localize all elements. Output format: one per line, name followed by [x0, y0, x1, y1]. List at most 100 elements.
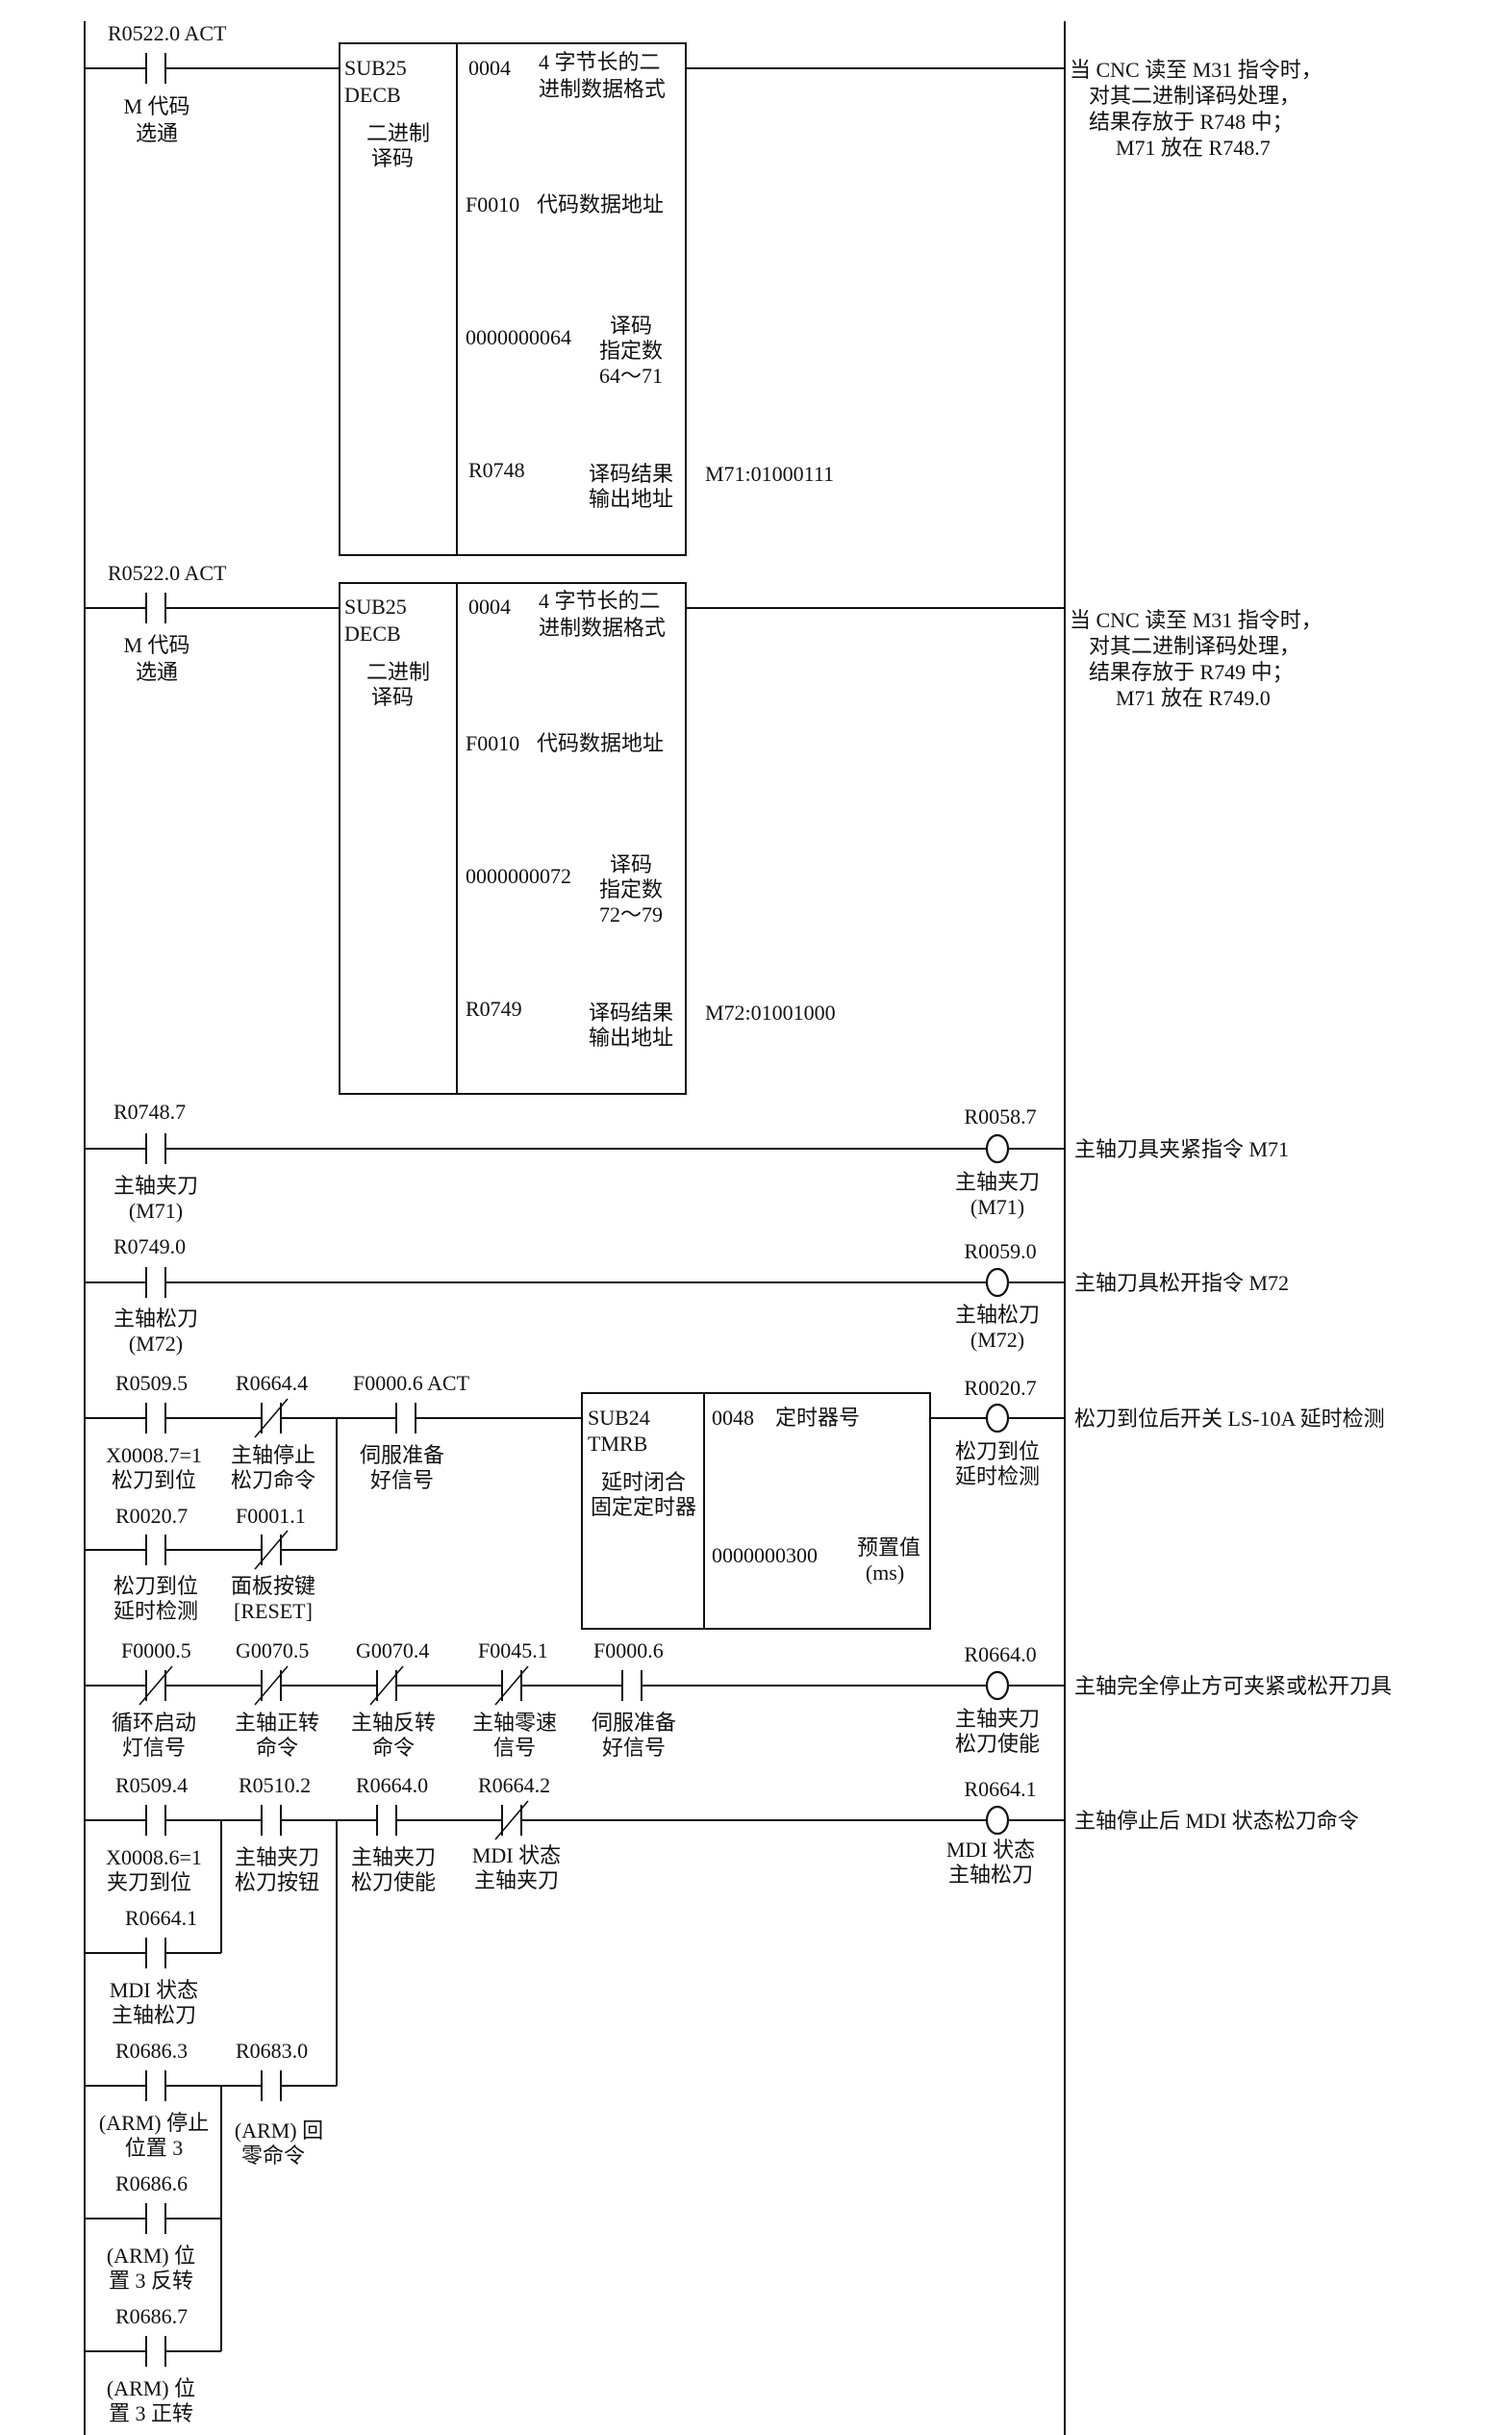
svg-text:[RESET]: [RESET]: [234, 1599, 313, 1623]
rung7-c3-desc: 主轴夹刀: [351, 1845, 436, 1869]
rung1-param2: F0010: [466, 192, 519, 216]
coil-icon: [985, 1670, 1010, 1701]
rung6-c4-desc: 主轴零速: [472, 1711, 557, 1735]
rung-1: R0522.0 ACT M 代码 选通 SUB25 DECB 二进制 译码 00…: [85, 21, 1323, 556]
svg-text:信号: 信号: [493, 1736, 536, 1760]
rung-5: R0509.5 X0008.7=1 松刀到位 R0664.4 主轴停止 松刀命令…: [85, 1371, 1385, 1630]
rung5-param1: 0048: [712, 1406, 754, 1430]
svg-text:64～71: 64～71: [599, 364, 663, 388]
rung5-c3-address: F0000.6 ACT: [353, 1371, 470, 1395]
rung2-result: M72:01001000: [705, 1001, 836, 1025]
rung4-coil-desc: 主轴松刀: [955, 1303, 1040, 1327]
rung1-contact-address: R0522.0 ACT: [108, 21, 227, 45]
rung7-c2-desc: 主轴夹刀: [235, 1845, 319, 1869]
svg-text:好信号: 好信号: [370, 1468, 434, 1492]
rung6-c2-address: G0070.5: [236, 1638, 309, 1662]
svg-text:(M72): (M72): [970, 1328, 1024, 1352]
rung7-c5-desc: MDI 状态: [110, 1978, 198, 2002]
svg-text:代码数据地址: 代码数据地址: [537, 192, 664, 216]
rung1-contact-desc: M 代码: [123, 94, 189, 118]
rung7-c1-address: R0509.4: [115, 1773, 188, 1797]
rung5-c1-address: R0509.5: [115, 1371, 188, 1395]
rung6-comment: 主轴完全停止方可夹紧或松开刀具: [1074, 1674, 1392, 1698]
rung-3: R0748.7 主轴夹刀 (M71) R0058.7 主轴夹刀 (M71) 主轴…: [85, 1100, 1289, 1223]
svg-text:置 3 正转: 置 3 正转: [109, 2401, 193, 2425]
rung1-param4: R0748: [468, 458, 525, 482]
svg-text:DECB: DECB: [344, 83, 401, 107]
rung7-c4-address: R0664.2: [478, 1773, 550, 1797]
rung5-c2-address: R0664.4: [236, 1371, 308, 1395]
coil-icon: [985, 1805, 1010, 1836]
rung3-contact-desc: 主轴夹刀: [113, 1174, 198, 1198]
svg-text:二进制: 二进制: [366, 660, 430, 684]
svg-text:夹刀到位: 夹刀到位: [107, 1870, 191, 1894]
svg-text:选通: 选通: [136, 121, 178, 145]
rung6-c3-address: G0070.4: [356, 1638, 429, 1662]
svg-text:松刀按钮: 松刀按钮: [235, 1870, 319, 1894]
svg-text:72～79: 72～79: [599, 902, 663, 926]
rung6-c2-desc: 主轴正转: [235, 1711, 319, 1735]
rung5-c5-desc: 面板按键: [231, 1574, 315, 1598]
rung7-c5-address: R0664.1: [125, 1906, 197, 1930]
rung5-c3-desc: 伺服准备: [360, 1443, 444, 1467]
rung-4: R0749.0 主轴松刀 (M72) R0059.0 主轴松刀 (M72) 主轴…: [85, 1234, 1289, 1356]
rung7-c8-desc: (ARM) 位: [107, 2244, 195, 2268]
rung7-coil-desc: MDI 状态: [946, 1838, 1035, 1862]
svg-text:主轴夹刀: 主轴夹刀: [474, 1868, 559, 1892]
rung2-contact-address: R0522.0 ACT: [108, 561, 227, 585]
svg-text:译码: 译码: [371, 146, 414, 170]
svg-text:松刀到位: 松刀到位: [112, 1468, 196, 1492]
rung7-c9-address: R0686.7: [115, 2304, 188, 2328]
svg-text:进制数据格式: 进制数据格式: [539, 616, 666, 640]
rung2-param3: 0000000072: [466, 864, 571, 888]
rung7-c8-address: R0686.6: [115, 2171, 188, 2195]
svg-text:松刀命令: 松刀命令: [231, 1468, 315, 1492]
rung7-c6-address: R0686.3: [115, 2039, 188, 2063]
rung7-c7-desc: (ARM) 回: [235, 2118, 323, 2143]
rung1-result: M71:01000111: [705, 462, 834, 486]
rung7-c1-desc: X0008.6=1: [106, 1845, 202, 1869]
rung-6: F0000.5 循环启动 灯信号 G0070.5 主轴正转 命令 G0070.4…: [85, 1638, 1392, 1760]
svg-text:固定定时器: 固定定时器: [591, 1495, 696, 1519]
svg-text:译码: 译码: [610, 852, 652, 876]
coil-icon: [985, 1267, 1010, 1298]
svg-text:置 3 反转: 置 3 反转: [109, 2269, 193, 2293]
rung1-param1: 0004: [468, 56, 511, 80]
svg-text:定时器号: 定时器号: [775, 1406, 860, 1430]
rung7-c9-desc: (ARM) 位: [107, 2376, 195, 2400]
rung6-coil-desc: 主轴夹刀: [955, 1707, 1040, 1731]
rung5-c5-address: F0001.1: [236, 1504, 306, 1528]
rung5-comment: 松刀到位后开关 LS-10A 延时检测: [1074, 1407, 1385, 1431]
svg-text:译码结果: 译码结果: [589, 462, 673, 486]
svg-text:译码: 译码: [371, 685, 414, 709]
svg-text:命令: 命令: [372, 1736, 415, 1760]
svg-text:输出地址: 输出地址: [589, 487, 673, 511]
rung6-c3-desc: 主轴反转: [351, 1711, 436, 1735]
svg-text:选通: 选通: [136, 660, 178, 684]
svg-text:输出地址: 输出地址: [589, 1026, 673, 1050]
svg-text:好信号: 好信号: [602, 1736, 666, 1760]
coil-icon: [985, 1133, 1010, 1164]
svg-text:结果存放于 R748 中；: 结果存放于 R748 中；: [1089, 110, 1294, 134]
rung7-coil-address: R0664.1: [964, 1777, 1036, 1801]
svg-text:TMRB: TMRB: [588, 1432, 647, 1456]
svg-text:代码数据地址: 代码数据地址: [537, 731, 664, 755]
svg-text:(M71): (M71): [129, 1199, 183, 1223]
svg-text:灯信号: 灯信号: [122, 1736, 186, 1760]
svg-text:对其二进制译码处理，: 对其二进制译码处理，: [1089, 634, 1300, 658]
svg-text:位置 3: 位置 3: [125, 2136, 184, 2160]
rung6-c1-address: F0000.5: [121, 1638, 191, 1662]
rung-2: R0522.0 ACT M 代码 选通 SUB25 DECB 二进制 译码 00…: [85, 561, 1323, 1095]
svg-text:指定数: 指定数: [599, 877, 663, 901]
svg-text:延时检测: 延时检测: [955, 1464, 1040, 1488]
rung4-contact-desc: 主轴松刀: [113, 1306, 198, 1331]
rung5-c2-desc: 主轴停止: [231, 1443, 315, 1467]
rung3-coil-address: R0058.7: [964, 1104, 1036, 1129]
rung4-coil-address: R0059.0: [964, 1239, 1036, 1263]
rung5-param2: 0000000300: [712, 1543, 818, 1567]
rung2-param4: R0749: [466, 997, 522, 1021]
rung1-function-block: [339, 42, 687, 556]
rung7-c7-address: R0683.0: [236, 2039, 308, 2063]
svg-text:预置值: 预置值: [857, 1535, 920, 1560]
